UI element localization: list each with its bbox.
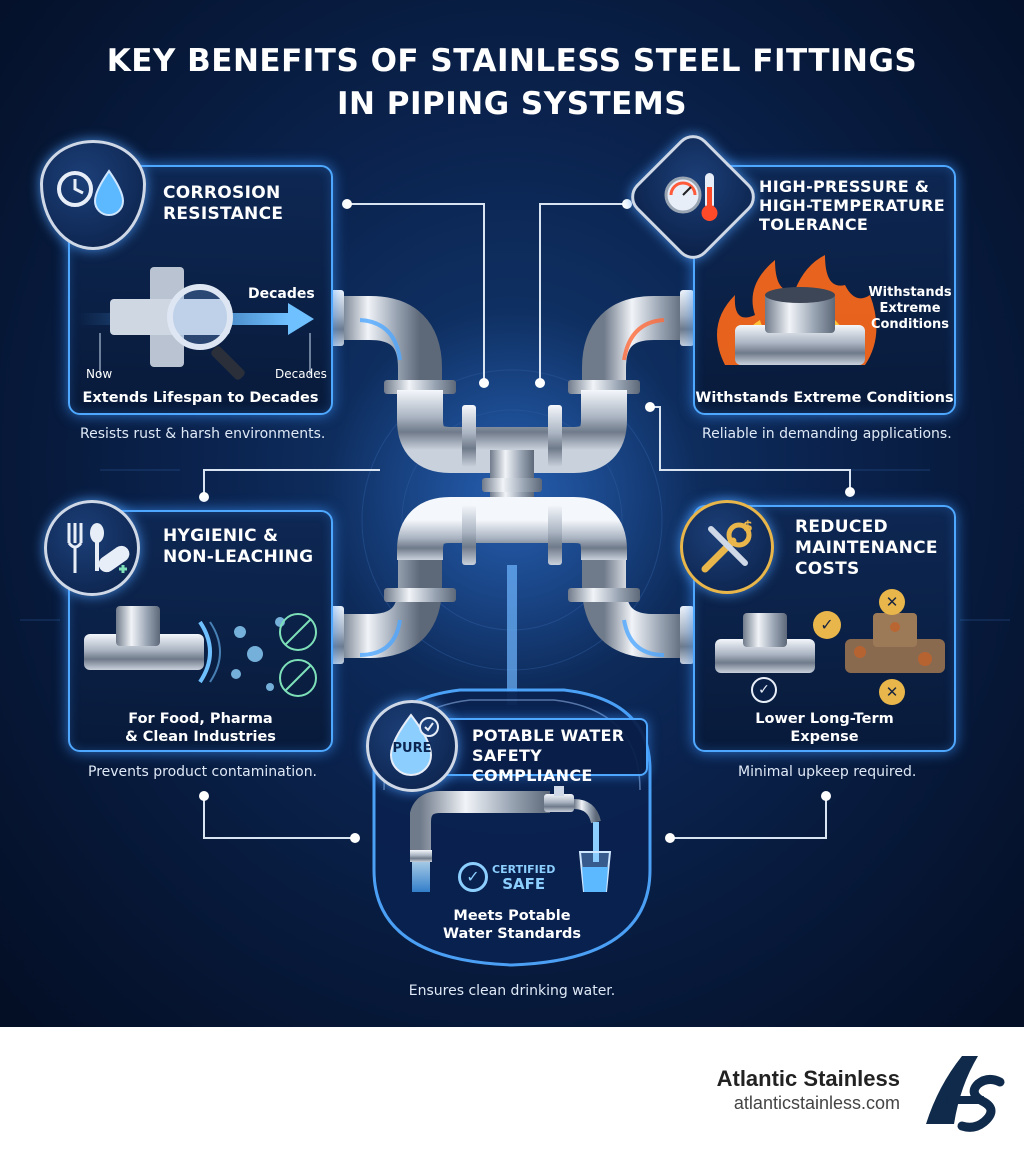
x-mark-icon: ✕ (879, 679, 905, 705)
card-caption: Withstands Extreme Conditions (695, 390, 954, 406)
infographic-poster: KEY BENEFITS OF STAINLESS STEEL FITTINGS… (0, 0, 1024, 1027)
gauge-thermometer-icon (623, 127, 763, 267)
brand-url[interactable]: atlanticstainless.com (733, 1093, 900, 1113)
card-subtitle: Prevents product contamination. (88, 764, 318, 780)
svg-text:$: $ (743, 519, 753, 535)
label-decades-arrow: Decades (248, 286, 315, 302)
label-decades: Decades (275, 367, 327, 381)
brand: Atlantic Stainless atlanticstainless.com (717, 1066, 900, 1114)
shield-clock-drop-icon (40, 140, 146, 250)
card-subtitle: Minimal upkeep required. (738, 764, 917, 780)
badge-pure-label: PURE (392, 741, 432, 756)
certified-safe-label: CERTIFIED SAFE (492, 863, 556, 893)
title-line-2: IN PIPING SYSTEMS (336, 86, 688, 122)
page-title: KEY BENEFITS OF STAINLESS STEEL FITTINGS… (0, 40, 1024, 126)
flaming-tee-illustration (717, 255, 877, 365)
pipe-magnifier-illustration (78, 267, 314, 380)
hygienic-pipe-illustration (84, 606, 317, 697)
fork-spoon-pill-icon (44, 500, 140, 596)
card-caption: For Food, Pharma& Clean Industries (125, 711, 276, 745)
atlantic-stainless-logo (926, 1056, 1005, 1132)
brand-name: Atlantic Stainless (716, 1066, 900, 1091)
x-mark-icon: ✕ (879, 589, 905, 615)
card-subtitle: Ensures clean drinking water. (408, 983, 616, 999)
card-subtitle: Reliable in demanding applications. (702, 426, 952, 442)
card-caption: Extends Lifespan to Decades (82, 390, 319, 406)
checkmark-icon: ✓ (751, 677, 777, 703)
checkmark-icon: ✓ (813, 611, 841, 639)
card-subtitle: Resists rust & harsh environments. (80, 426, 326, 442)
title-line-1: KEY BENEFITS OF STAINLESS STEEL FITTINGS (106, 43, 918, 79)
footer (0, 1027, 1024, 1154)
water-drop-check-icon: PURE (366, 700, 458, 792)
faucet-glass-illustration (410, 786, 612, 892)
certified-safe-icon: ✓ (458, 862, 488, 892)
card-title: HYGIENIC &NON-LEACHING (163, 526, 314, 567)
label-now: Now (86, 367, 113, 381)
wrench-dollar-icon: $ (680, 500, 774, 594)
new-vs-rusty-fitting-illustration (715, 613, 945, 673)
